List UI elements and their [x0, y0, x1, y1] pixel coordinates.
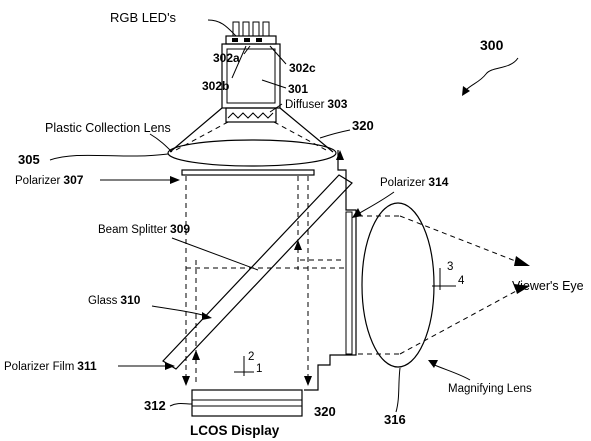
lens-305-label: 305 — [18, 152, 40, 167]
magnifying-lens-316 — [361, 202, 435, 368]
housing-301-leader — [261, 79, 287, 89]
led-302c-leader — [269, 45, 287, 65]
diffuser-303 — [225, 107, 277, 123]
downward-ray-arrow-left — [182, 376, 190, 386]
lcos-display-label: LCOS Display — [190, 423, 280, 438]
collection-lens-label: Plastic Collection Lens — [45, 121, 171, 135]
housing-320-bottom-label: 320 — [314, 404, 336, 419]
led-302c-label: 302c — [289, 61, 316, 75]
magnifying-lens-leader — [431, 363, 471, 381]
magnifier-316-leader — [395, 367, 401, 413]
housing-301-label: 301 — [288, 82, 308, 96]
magnifier-316-label: 316 — [384, 412, 406, 427]
housing-320-side-wall — [304, 150, 357, 391]
housing-320-top-label: 320 — [352, 118, 374, 133]
lens-305-leader — [49, 153, 169, 161]
horizontal-light-paths — [186, 259, 344, 269]
housing-320-top-leader — [319, 129, 351, 139]
upward-ray-arrow-bottom — [192, 350, 200, 360]
glass-arrowhead — [202, 312, 212, 320]
cone-light-rays — [175, 121, 327, 151]
figure-number-squiggle — [465, 57, 519, 91]
beam-splitter-glass-310 — [162, 174, 353, 370]
inner-vertical-light-paths — [195, 176, 299, 382]
rgb-leds-leader — [207, 19, 237, 37]
axes-right — [432, 268, 456, 290]
polarizer-307 — [181, 169, 315, 176]
glass-leader — [151, 305, 207, 317]
collection-lens-leader — [149, 133, 173, 153]
led-302b-label: 302b — [202, 79, 229, 93]
vertical-light-paths — [185, 176, 309, 382]
viewer-ray-arrow-bottom — [514, 284, 530, 294]
plastic-collection-lens-305 — [167, 139, 337, 167]
magnifying-lens-arrowhead — [428, 360, 438, 368]
viewer-ray-arrow-top — [514, 256, 530, 266]
lcos-312-leader — [169, 403, 193, 407]
diffuser-leader — [269, 103, 283, 113]
downward-ray-arrow-right — [304, 376, 312, 386]
led-housing-inner — [226, 48, 276, 104]
axis-right-4: 4 — [458, 275, 465, 287]
diffuser-pattern — [227, 112, 274, 119]
polarizer-307-arrowhead — [170, 176, 180, 184]
beam-splitter-leader — [171, 237, 259, 271]
upward-ray-arrow — [294, 240, 302, 250]
housing-top-arrow — [336, 150, 344, 160]
led-302a-label: 302a — [213, 51, 240, 65]
polarizer-film-arrowhead — [165, 362, 175, 370]
axes-bottom — [234, 356, 254, 376]
led-302b-leader — [231, 45, 247, 79]
rays-to-viewer — [399, 215, 519, 355]
led-302a-leader — [243, 45, 251, 55]
lens-cone-housing — [169, 107, 334, 153]
axis-bottom-2: 2 — [248, 351, 254, 363]
lcos-display-312 — [191, 389, 303, 417]
lcos-layers — [192, 399, 302, 407]
axis-right-3: 3 — [447, 261, 453, 273]
polarizer-314-leader — [357, 191, 395, 215]
axis-bottom-1: 1 — [256, 363, 262, 375]
polarizer-314 — [345, 211, 353, 355]
rgb-leds-label: RGB LED's — [110, 10, 177, 25]
magnifying-lens-label: Magnifying Lens — [448, 383, 532, 395]
figure-number-arrowhead — [462, 86, 470, 96]
viewers-eye-label: Viewer's Eye — [512, 279, 584, 293]
lcos-312-label: 312 — [144, 398, 166, 413]
figure-number: 300 — [480, 37, 504, 53]
lens-incoming-rays — [358, 215, 400, 355]
